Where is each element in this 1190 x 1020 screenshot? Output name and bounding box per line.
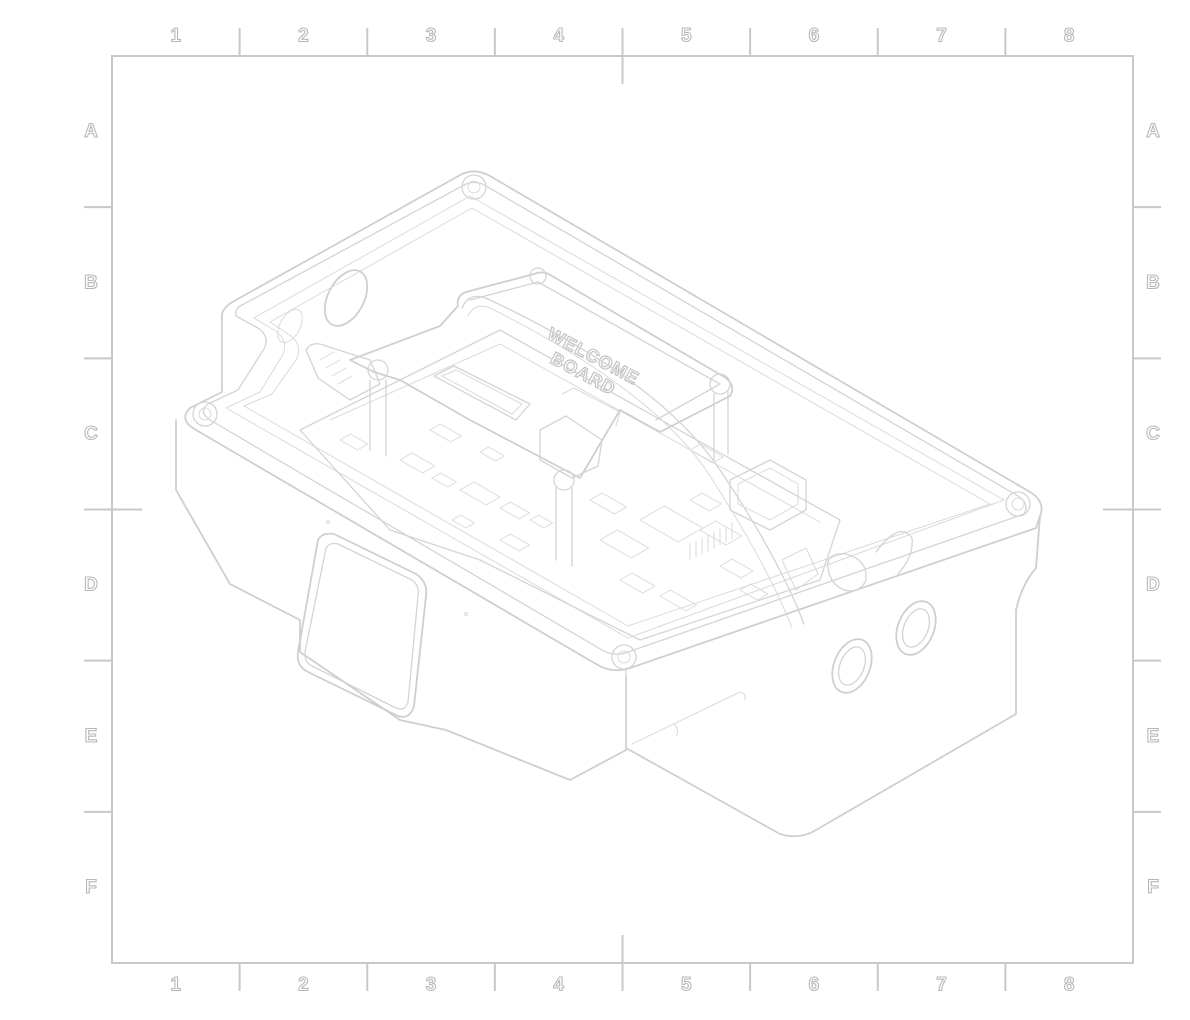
column-label-top-8: 8 bbox=[1064, 26, 1075, 47]
enclosure-front-lower bbox=[299, 619, 627, 781]
pcb-chip bbox=[599, 529, 650, 559]
column-label-top-3: 3 bbox=[426, 26, 437, 47]
zone-grid bbox=[84, 28, 1161, 991]
column-label-bottom-8: 8 bbox=[1064, 975, 1075, 996]
rj-connector bbox=[539, 415, 603, 479]
row-label-left-E: E bbox=[85, 726, 98, 747]
enclosure-left-wall bbox=[175, 419, 301, 621]
column-label-bottom-1: 1 bbox=[171, 975, 182, 996]
pcb-chip bbox=[659, 589, 698, 612]
column-label-top-4: 4 bbox=[553, 26, 564, 47]
column-label-top-6: 6 bbox=[809, 26, 820, 47]
pcb-chip bbox=[719, 558, 754, 579]
column-label-top-2: 2 bbox=[298, 26, 309, 47]
row-label-right-D: D bbox=[1146, 575, 1160, 596]
enclosure-right-lower bbox=[625, 515, 1041, 838]
pcb-chip bbox=[399, 452, 436, 474]
row-label-left-D: D bbox=[84, 575, 98, 596]
usb-port bbox=[729, 459, 807, 531]
column-label-top-1: 1 bbox=[171, 26, 182, 47]
row-label-left-B: B bbox=[84, 272, 98, 293]
column-label-bottom-6: 6 bbox=[809, 975, 820, 996]
side-window-inner bbox=[304, 542, 420, 710]
column-label-top-5: 5 bbox=[681, 26, 692, 47]
pcb-chip bbox=[699, 520, 743, 546]
pcb-chip bbox=[429, 423, 462, 443]
column-label-bottom-2: 2 bbox=[298, 975, 309, 996]
pcb-chip bbox=[339, 433, 369, 451]
pcb-chip bbox=[739, 583, 769, 601]
column-label-bottom-7: 7 bbox=[936, 975, 947, 996]
enclosure-rim-outer bbox=[184, 170, 1043, 672]
pcb-components bbox=[339, 423, 769, 612]
wall-port bbox=[323, 269, 369, 327]
gasket-channel-2 bbox=[243, 207, 991, 627]
pcb-chip bbox=[529, 514, 554, 529]
pcb-chip bbox=[499, 533, 531, 552]
board-label: WELCOME BOARD bbox=[544, 323, 644, 399]
db-connector bbox=[433, 365, 531, 421]
round-connector bbox=[827, 553, 867, 592]
row-label-left-F: F bbox=[85, 877, 97, 898]
column-label-bottom-4: 4 bbox=[553, 975, 564, 996]
pcb-chip bbox=[459, 481, 501, 506]
enclosure-seam bbox=[631, 691, 746, 745]
row-label-right-A: A bbox=[1146, 121, 1160, 142]
top-board-face bbox=[469, 281, 721, 421]
row-label-right-C: C bbox=[1146, 423, 1160, 444]
corner-screws bbox=[192, 174, 1031, 670]
enclosure-illustration: WELCOME BOARD bbox=[175, 170, 1043, 838]
ribbon-cable bbox=[461, 295, 805, 625]
pcb-chip bbox=[451, 514, 476, 529]
pcb-chip bbox=[639, 505, 704, 543]
cable-glands bbox=[831, 600, 937, 694]
enclosure-rim-inner bbox=[202, 181, 1027, 655]
row-label-left-A: A bbox=[84, 121, 98, 142]
pcb-chip bbox=[689, 443, 724, 464]
row-label-right-E: E bbox=[1147, 726, 1160, 747]
side-window-outer bbox=[296, 532, 428, 718]
pcb-chip bbox=[589, 492, 628, 515]
pcb-chip bbox=[431, 472, 457, 488]
pcb-chip bbox=[619, 572, 656, 594]
row-label-right-F: F bbox=[1147, 877, 1159, 898]
standoffs bbox=[367, 267, 731, 567]
column-label-bottom-3: 3 bbox=[426, 975, 437, 996]
pcb-chip bbox=[689, 492, 722, 512]
column-label-bottom-5: 5 bbox=[681, 975, 692, 996]
column-label-top-7: 7 bbox=[936, 26, 947, 47]
pcb-chip bbox=[479, 446, 505, 462]
row-label-left-C: C bbox=[84, 423, 98, 444]
pcb-chip bbox=[499, 501, 531, 520]
main-pcb bbox=[299, 329, 841, 641]
row-label-right-B: B bbox=[1146, 272, 1160, 293]
left-cable bbox=[305, 343, 381, 401]
top-board bbox=[349, 271, 734, 479]
gasket-channel bbox=[225, 195, 1005, 639]
